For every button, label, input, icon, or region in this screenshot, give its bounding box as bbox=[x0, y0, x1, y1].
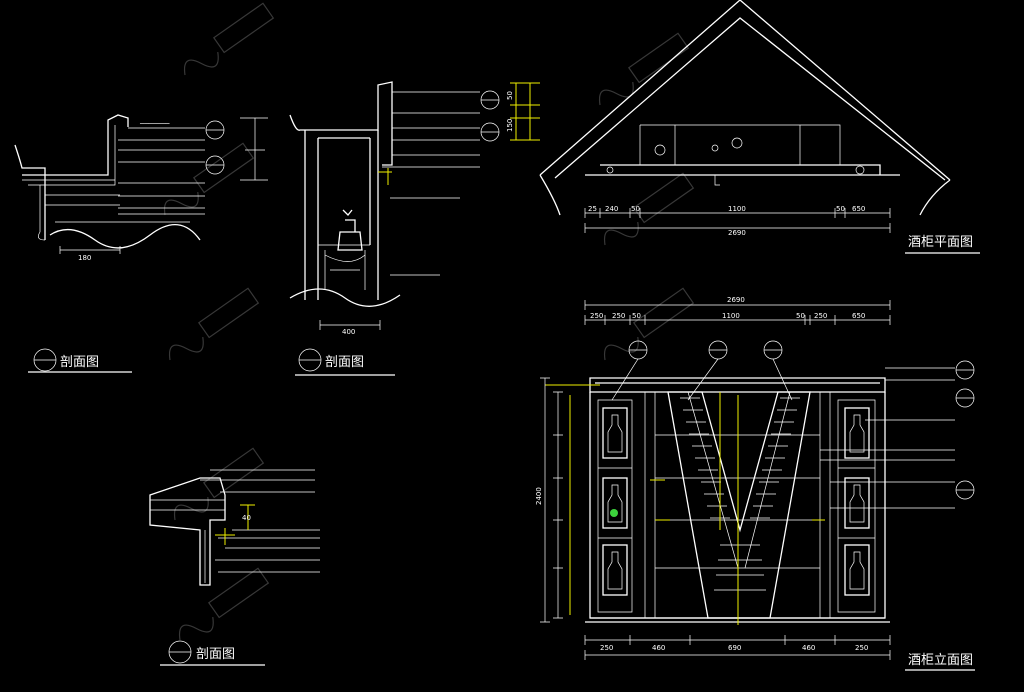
bottle-niche-right bbox=[844, 407, 870, 596]
s2-h1-dim: 50 bbox=[506, 91, 514, 100]
s2-width-dim: 400 bbox=[342, 328, 355, 336]
plan-total-dim: 2690 bbox=[728, 229, 746, 237]
section-detail-1: 180 ─────── 剖面图 bbox=[14, 114, 268, 373]
svg-text:───────: ─────── bbox=[139, 120, 170, 128]
elev-top-7: 650 bbox=[852, 312, 865, 320]
section-2-title: 剖面图 bbox=[325, 355, 364, 370]
section-detail-3: 40 剖面图 bbox=[149, 469, 320, 666]
elevation-title: 酒柜立面图 bbox=[908, 653, 973, 668]
plan-title: 酒柜平面图 bbox=[908, 235, 973, 250]
section-3-title: 剖面图 bbox=[196, 647, 235, 662]
elev-top-2: 250 bbox=[612, 312, 625, 320]
plan-dim-6: 650 bbox=[852, 205, 865, 213]
v-wine-rack bbox=[667, 391, 811, 625]
s3-h-dim: 40 bbox=[242, 514, 251, 522]
elev-bottom-1: 250 bbox=[600, 644, 613, 652]
elev-top-4: 1100 bbox=[722, 312, 740, 320]
plan-dim-1: 25 bbox=[588, 205, 597, 213]
elev-bottom-2: 460 bbox=[652, 644, 665, 652]
s2-h2-dim: 150 bbox=[506, 119, 514, 132]
elev-bottom-4: 460 bbox=[802, 644, 815, 652]
plan-dim-4: 1100 bbox=[728, 205, 746, 213]
elevation-view: 2690 250 250 50 1100 50 250 650 bbox=[535, 296, 975, 671]
watermarks bbox=[163, 2, 695, 641]
plan-dim-5: 50 bbox=[836, 205, 845, 213]
elev-total-dim: 2690 bbox=[727, 296, 745, 304]
elev-top-5: 50 bbox=[796, 312, 805, 320]
plan-dim-3: 50 bbox=[631, 205, 640, 213]
elev-bottom-3: 690 bbox=[728, 644, 741, 652]
elev-top-1: 250 bbox=[590, 312, 603, 320]
elev-top-6: 250 bbox=[814, 312, 827, 320]
section-detail-2: 400 50 150 剖面图 bbox=[289, 81, 540, 376]
plan-dim-2: 240 bbox=[605, 205, 618, 213]
elev-height-dim: 2400 bbox=[535, 487, 543, 505]
section-1-title: 剖面图 bbox=[60, 355, 99, 370]
plan-view: 25 240 50 1100 50 650 2690 酒柜平面图 bbox=[539, 0, 980, 254]
elev-bottom-5: 250 bbox=[855, 644, 868, 652]
elev-top-3: 50 bbox=[632, 312, 641, 320]
s1-width-dim: 180 bbox=[78, 254, 91, 262]
bottle-niche-left bbox=[602, 407, 628, 596]
